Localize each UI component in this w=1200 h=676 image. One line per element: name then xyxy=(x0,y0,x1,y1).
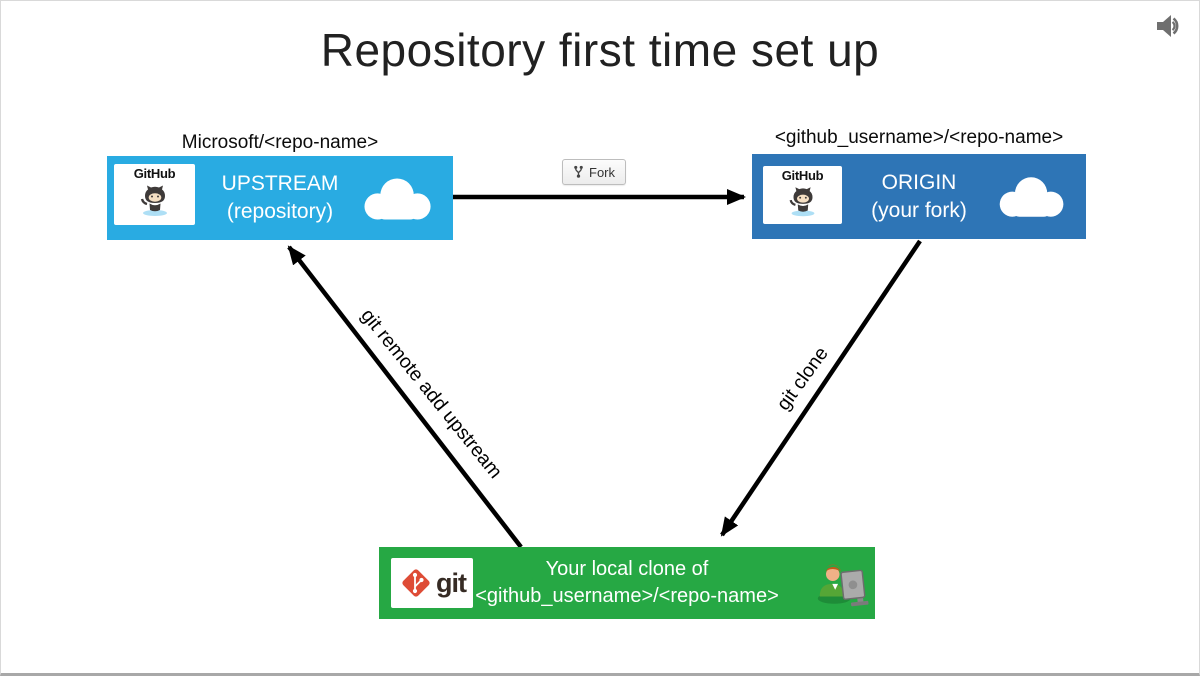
upstream-name: UPSTREAM xyxy=(221,172,339,195)
github-logo-text: GitHub xyxy=(133,166,176,181)
git-clone-arrow xyxy=(720,239,922,537)
git-clone-label: git clone xyxy=(772,342,833,415)
local-clone-line1: Your local clone of xyxy=(545,558,709,580)
page-title: Repository first time set up xyxy=(320,24,880,76)
octocat-icon xyxy=(789,187,814,217)
remote-add-upstream-label: git remote add upstream xyxy=(356,304,507,483)
origin-text: ORIGIN (your fork) xyxy=(752,154,1086,239)
git-diamond-icon xyxy=(402,569,430,597)
github-logo-text: GitHub xyxy=(781,168,824,183)
upstream-text: UPSTREAM (repository) xyxy=(107,156,453,240)
cloud-icon xyxy=(364,178,431,220)
origin-name: ORIGIN xyxy=(881,170,957,194)
speaker-icon[interactable] xyxy=(1155,13,1185,39)
cloud-icon xyxy=(999,177,1064,217)
git-logo-text: git xyxy=(436,567,467,598)
upstream-repo-label: Microsoft/<repo-name> xyxy=(181,132,379,153)
local-clone-text: Your local clone of <github_username>/<r… xyxy=(379,547,875,619)
fork-button: Fork xyxy=(562,159,626,185)
fork-button-label: Fork xyxy=(589,164,615,180)
origin-repo-label: <github_username>/<repo-name> xyxy=(774,127,1064,148)
fork-icon xyxy=(574,165,583,178)
origin-subtitle: (your fork) xyxy=(871,198,967,222)
remote-add-upstream-arrow xyxy=(287,245,523,549)
github-logo-card: GitHub xyxy=(114,164,195,225)
git-logo-card: git xyxy=(391,558,473,608)
upstream-subtitle: (repository) xyxy=(226,200,334,223)
local-clone-box: git Your local clone of <github_username… xyxy=(379,547,875,619)
person-at-computer-icon xyxy=(817,564,869,607)
origin-box: GitHub ORIGIN (your fork) xyxy=(752,154,1086,239)
local-clone-line2: <github_username>/<repo-name> xyxy=(475,585,779,607)
octocat-icon xyxy=(140,185,167,216)
github-logo-card: GitHub xyxy=(763,166,842,224)
upstream-box: GitHub UPSTREAM (repository) xyxy=(107,156,453,240)
